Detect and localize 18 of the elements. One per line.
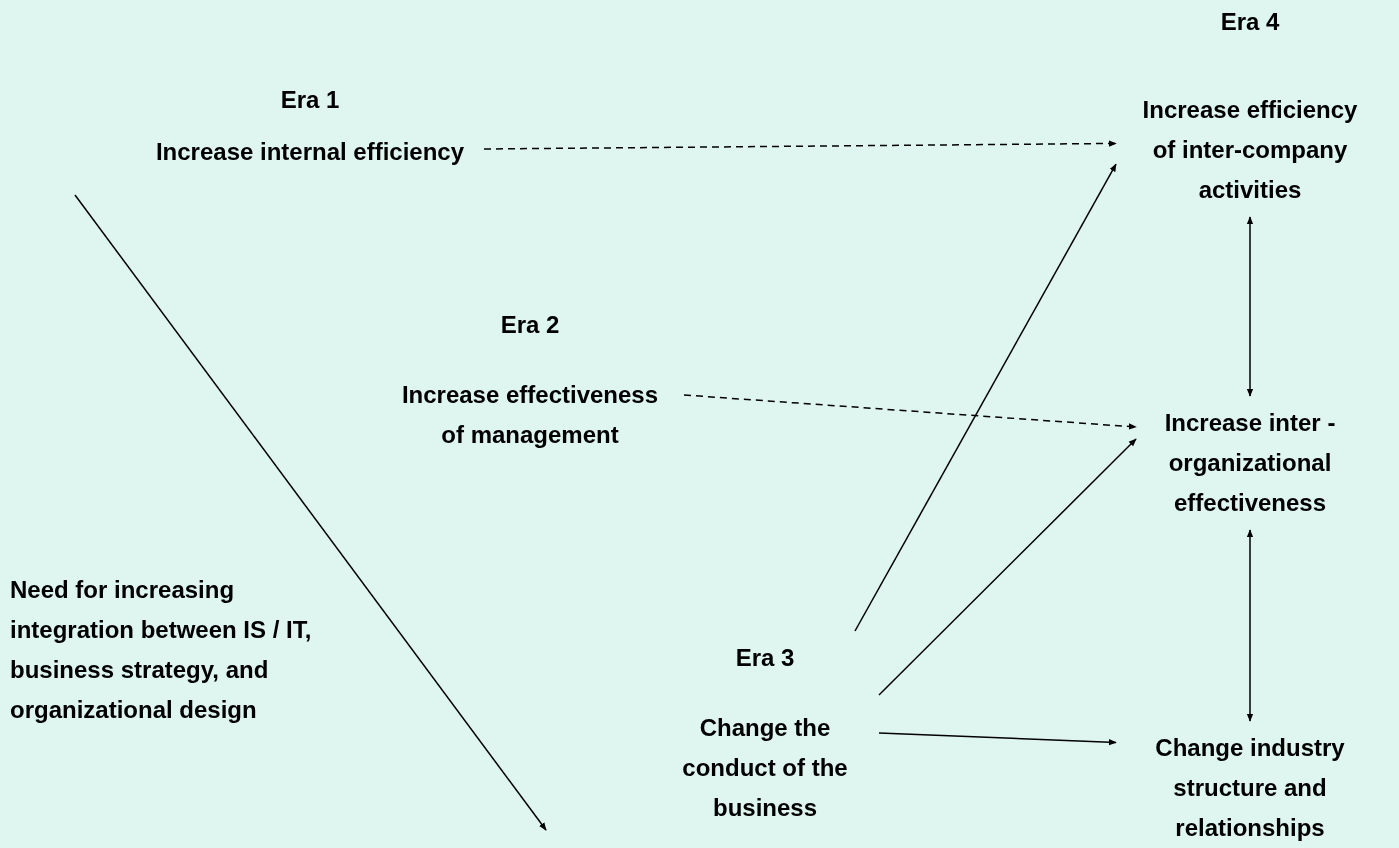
arrow [1246,529,1254,722]
arrow [683,394,1137,430]
node-text: Change the conduct of the business [681,713,849,823]
arrow [878,438,1137,696]
node-text: Increase effectiveness of management [400,380,660,450]
node-text: Change industry structure and relationships [1154,733,1346,843]
era-heading: Era 2 [500,310,560,340]
era-heading: Era 4 [1220,7,1280,37]
note-text: Need for increasing integration between IS / IT, business strategy, and organizational design [10,575,313,725]
node-text: Increase internal efficiency [154,137,466,167]
node-text: Increase efficiency of inter-company activities [1141,95,1359,205]
node-text: Increase inter - organizational effectiveness [1163,408,1337,518]
era-heading: Era 3 [735,643,795,673]
arrow [878,732,1117,746]
arrow [854,163,1117,632]
arrow [1246,216,1254,397]
arrow [483,140,1117,150]
era-heading: Era 1 [280,85,340,115]
